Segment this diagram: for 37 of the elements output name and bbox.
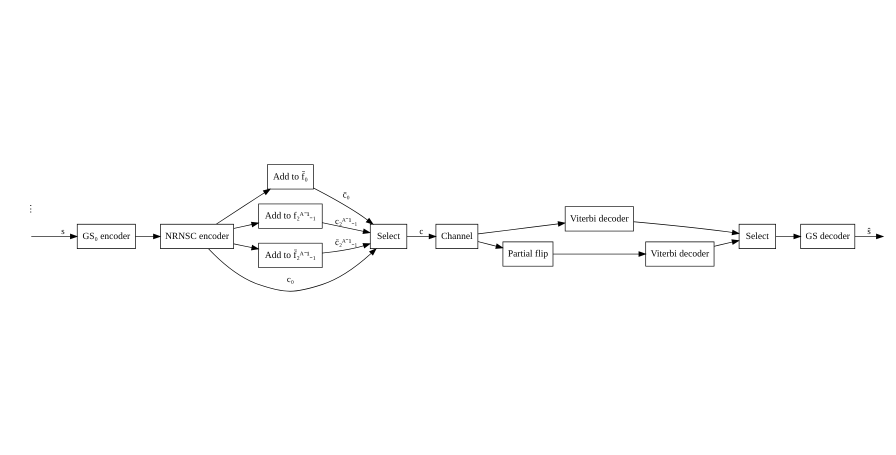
node-box: Add to f̄₂ᴬ⁻¹₋₁ bbox=[258, 242, 323, 268]
arrow bbox=[216, 188, 272, 224]
node-box: Select bbox=[370, 223, 408, 248]
arrow bbox=[30, 233, 78, 239]
edge-label: ŝ bbox=[867, 226, 871, 236]
edge-label: s bbox=[61, 226, 65, 236]
label: ⋮ bbox=[26, 204, 36, 214]
node-box: Add to f̄₀ bbox=[267, 164, 314, 189]
edge-label: c bbox=[419, 226, 424, 236]
node-box: GS decoder bbox=[800, 223, 856, 248]
node-box: GS₀ encoder bbox=[76, 223, 136, 248]
edge-label: c₂ᴬ⁻¹₋₁ bbox=[335, 215, 358, 226]
arrow bbox=[854, 233, 884, 239]
arrow bbox=[478, 220, 566, 234]
edge-label: c₀ bbox=[286, 274, 294, 284]
node-box: Select bbox=[738, 223, 776, 248]
node-box: Viterbi decoder bbox=[564, 206, 634, 231]
arrow bbox=[135, 233, 162, 239]
node-box: NRNSC encoder bbox=[160, 223, 234, 248]
arrow bbox=[313, 187, 374, 224]
arrow bbox=[322, 222, 372, 234]
arrow bbox=[478, 240, 504, 248]
arrow bbox=[208, 247, 377, 292]
node-box: Partial flip bbox=[502, 241, 554, 266]
edge-label: c̄₀ bbox=[342, 188, 350, 199]
arrow bbox=[633, 220, 740, 235]
arrow bbox=[406, 233, 437, 239]
arrow bbox=[775, 233, 802, 239]
arrow bbox=[714, 238, 740, 246]
edge-label: c̄₂ᴬ⁻¹₋₁ bbox=[335, 236, 358, 246]
node-box: Channel bbox=[436, 223, 478, 248]
arrow bbox=[552, 250, 647, 256]
arrow bbox=[322, 242, 372, 253]
node-box: Add to f₂ᴬ⁻¹₋₁ bbox=[258, 203, 323, 228]
arrow bbox=[233, 243, 260, 250]
node-box: Viterbi decoder bbox=[645, 241, 714, 266]
arrow bbox=[233, 221, 260, 228]
